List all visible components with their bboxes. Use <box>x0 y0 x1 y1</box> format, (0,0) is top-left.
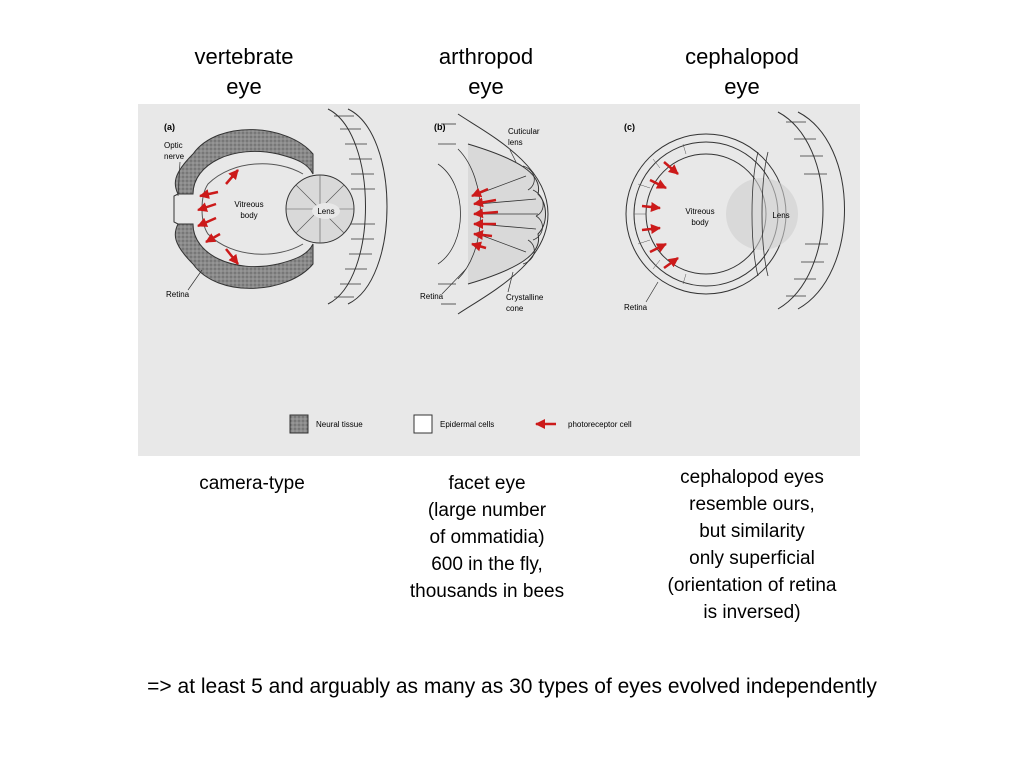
photoreceptor-arrow <box>471 241 487 252</box>
optic-nerve-label-line2: nerve <box>164 152 185 161</box>
photoreceptor-arrow <box>641 224 661 234</box>
photoreceptor-arrow <box>649 178 667 190</box>
lens-c-label: Lens <box>772 211 789 220</box>
optic-nerve-label-line1: Optic <box>164 141 183 150</box>
photoreceptor-arrow <box>199 189 219 199</box>
retina-a-label: Retina <box>166 290 190 299</box>
photoreceptor-arrow <box>641 202 661 212</box>
caption-arthropod: facet eye (large number of ommatidia) 60… <box>409 473 565 602</box>
crystalline-cone-label-line1: Crystalline <box>506 293 544 302</box>
photoreceptor-arrow <box>197 202 217 212</box>
panel-b-arthropod: (b) Cuticular lens Retina Cr <box>420 113 549 315</box>
cuticular-lens-label-line1: Cuticular <box>508 127 540 136</box>
title-cephalopod-eye: cephalopod eye <box>685 44 799 99</box>
title-arthropod-eye: arthropod eye <box>438 44 534 99</box>
photoreceptor-arrow <box>197 216 217 228</box>
vitreous-a-label-line1: Vitreous <box>234 200 263 209</box>
legend-epidermal-swatch <box>413 414 433 434</box>
photoreceptor-arrow <box>225 248 239 265</box>
vitreous-c-label-line2: body <box>691 218 708 227</box>
panel-b-letter: (b) <box>434 122 446 132</box>
vitreous-a-label-line2: body <box>240 211 257 220</box>
panel-c-cephalopod: (c) Lens Vitreous body Retina <box>624 111 845 312</box>
lens-a-label: Lens <box>317 207 334 216</box>
photoreceptor-arrow <box>473 208 499 219</box>
vitreous-c-label-line1: Vitreous <box>685 207 714 216</box>
legend-neural-label: Neural tissue <box>316 420 363 429</box>
photoreceptor-arrow <box>225 169 239 185</box>
caption-vertebrate: camera-type <box>199 473 305 494</box>
photoreceptor-arrow <box>663 161 679 175</box>
legend-epidermal-label: Epidermal cells <box>440 420 494 429</box>
photoreceptor-arrow <box>663 256 679 270</box>
conclusion-text: => at least 5 and arguably as many as 30… <box>147 675 877 698</box>
cuticular-lens-label-line2: lens <box>508 138 523 147</box>
photoreceptor-arrow <box>649 242 667 254</box>
panel-a-vertebrate: (a) Lens Vitreous body Optic nerve <box>164 108 388 305</box>
title-vertebrate-eye: vertebrate eye <box>194 44 294 99</box>
legend-neural-swatch <box>289 414 309 434</box>
photoreceptor-arrow <box>473 230 493 240</box>
photoreceptor-arrow <box>471 187 489 198</box>
panel-c-letter: (c) <box>624 122 635 132</box>
eye-comparison-figure: (a) Lens Vitreous body Optic nerve <box>138 104 860 456</box>
figure-legend: Neural tissue Epidermal cells photorecep… <box>289 414 632 434</box>
panel-a-letter: (a) <box>164 122 175 132</box>
retina-b-label: Retina <box>420 292 444 301</box>
crystalline-cone-label-line2: cone <box>506 304 524 313</box>
retina-c-label: Retina <box>624 303 648 312</box>
caption-cephalopod: cephalopod eyes resemble ours, but simil… <box>667 467 837 623</box>
photoreceptor-arrow <box>205 232 221 244</box>
photoreceptor-arrow <box>473 197 497 208</box>
legend-photoreceptor-label: photoreceptor cell <box>568 420 632 429</box>
